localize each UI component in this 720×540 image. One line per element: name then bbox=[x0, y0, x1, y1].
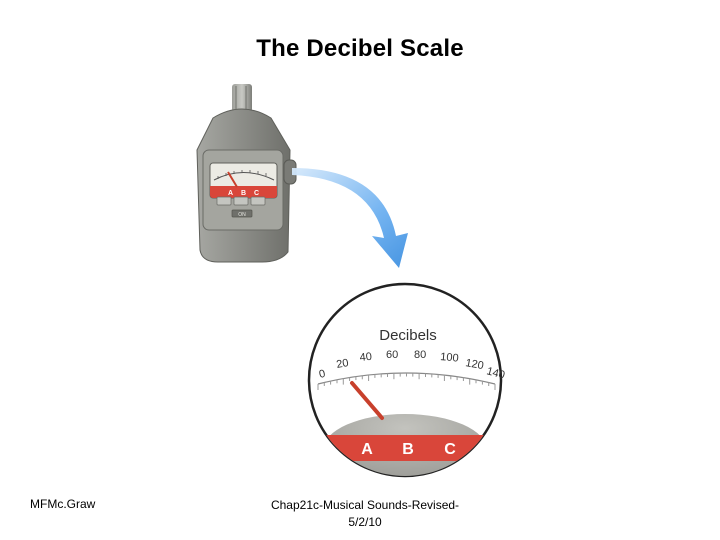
device-button-a bbox=[217, 197, 231, 205]
small-weighting-a: A bbox=[228, 190, 233, 197]
footer-source: Chap21c-Musical Sounds-Revised- 5/2/10 bbox=[250, 497, 480, 531]
device-on-label: ON bbox=[238, 212, 246, 218]
footer-source-line2: 5/2/10 bbox=[250, 514, 480, 531]
device-button-c bbox=[251, 197, 265, 205]
meter-device: A B C ON bbox=[197, 84, 296, 262]
footer-source-line1: Chap21c-Musical Sounds-Revised- bbox=[250, 497, 480, 514]
scale-label-80: 80 bbox=[414, 349, 426, 361]
decibel-dial: Decibels 0 20 40 60 80 100 120 140 A B C bbox=[300, 284, 510, 486]
weighting-label-c: C bbox=[444, 441, 456, 458]
zoom-arrow bbox=[292, 168, 408, 268]
footer-author: MFMc.Graw bbox=[30, 497, 95, 511]
dial-heading: Decibels bbox=[379, 327, 437, 344]
small-weighting-b: B bbox=[241, 190, 246, 197]
scale-label-40: 40 bbox=[359, 351, 372, 364]
weighting-label-b: B bbox=[402, 441, 414, 458]
scale-label-100: 100 bbox=[440, 351, 459, 365]
scale-label-20: 20 bbox=[335, 357, 349, 371]
small-weighting-c: C bbox=[254, 190, 259, 197]
weighting-label-a: A bbox=[361, 441, 373, 458]
device-button-b bbox=[234, 197, 248, 205]
scale-label-60: 60 bbox=[386, 349, 398, 361]
